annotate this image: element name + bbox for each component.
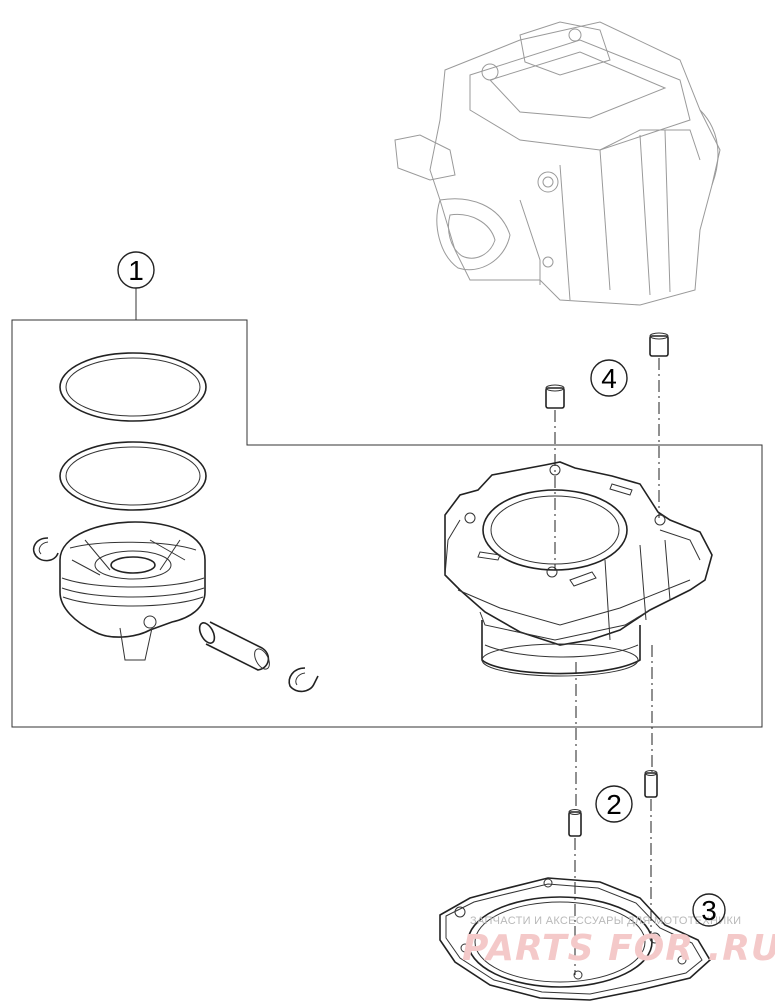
piston-ring-second [59,441,207,511]
watermark: ЗАПЧАСТИ И АКСЕССУАРЫ ДЛЯ МОТОТЕХНИКИ PA… [462,915,775,969]
callout-1-label: 1 [128,255,144,286]
circlip-right [288,667,319,693]
piston-ring-top [59,352,207,422]
callout-3: 3 [692,893,726,927]
piston-pin [198,621,270,671]
cylinder-head-ghost [394,21,721,306]
dowel-pin-2b [644,770,658,798]
cylinder [444,461,713,677]
dowel-pin-4a [545,384,565,409]
callout-4: 4 [590,359,628,397]
dowel-pin-4b [649,332,669,357]
callout-2-label: 2 [606,789,622,820]
callout-1: 1 [117,251,155,289]
circlip-left [32,537,59,562]
watermark-tagline: ЗАПЧАСТИ И АКСЕССУАРЫ ДЛЯ МОТОТЕХНИКИ [470,915,741,927]
piston-kit-outline [11,319,763,728]
callout-3-label: 3 [701,895,717,926]
base-gasket [439,877,712,1001]
watermark-logo: PARTS FOR .RU [462,928,775,969]
piston [59,521,206,661]
callout-4-label: 4 [601,363,617,394]
dowel-pin-2a [568,809,582,837]
callout-2: 2 [595,785,633,823]
